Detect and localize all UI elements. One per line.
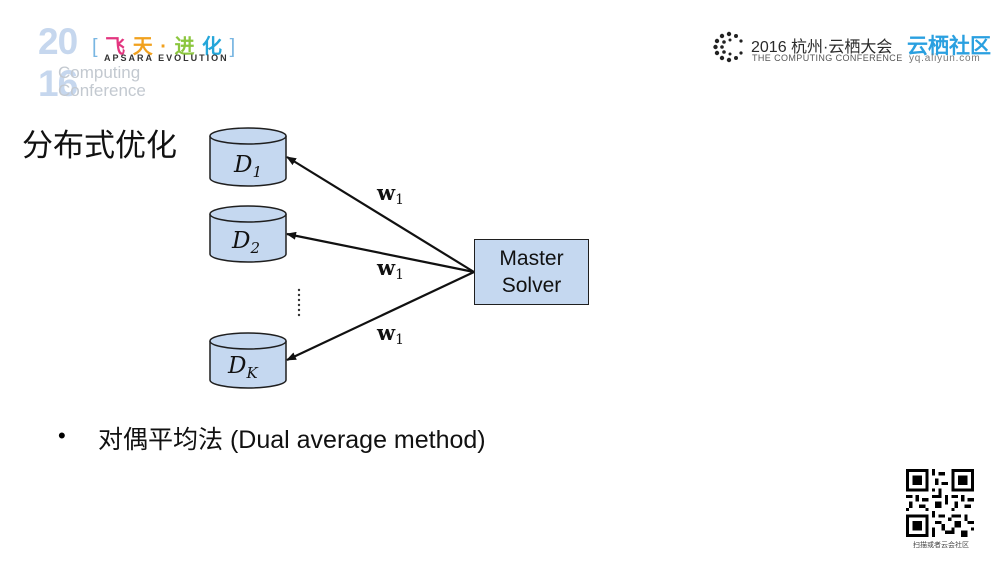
master-solver-box: Master Solver: [474, 239, 589, 305]
dotted-c-logo-icon: [713, 31, 743, 63]
database-cylinder-d1: D1: [209, 127, 287, 187]
d1-label: D1: [233, 152, 262, 181]
master-line-1: Master: [499, 247, 564, 270]
logo-year-bottom: 16: [38, 63, 78, 104]
database-cylinder-d2: D2: [209, 205, 287, 263]
database-cylinder-dk: DK: [209, 332, 287, 389]
arrow-master-to-d2: [286, 231, 475, 274]
edge-label-2: w1: [376, 255, 404, 283]
conference-title: 2016 杭州·云栖大会: [751, 39, 893, 56]
qr-code-icon: [906, 469, 974, 537]
edge-label-3: w1: [376, 320, 404, 348]
conference-subtitle: THE COMPUTING CONFERENCE: [752, 53, 903, 63]
master-line-2: Solver: [501, 274, 562, 297]
bullet-text: 对偶平均法 (Dual average method): [98, 426, 486, 454]
logo-faint-text: Computing Conference: [58, 63, 146, 100]
logo-year-top: 20: [38, 21, 78, 62]
logo-en-text: APSARA EVOLUTION: [104, 53, 229, 63]
arrow-master-to-d1: [286, 156, 475, 273]
dk-label: DK: [227, 353, 258, 382]
arrow-master-to-dk: [286, 271, 475, 361]
ellipsis-dots: [297, 288, 301, 317]
edge-label-1: w1: [376, 180, 404, 208]
slide-title: 分布式优化: [22, 128, 177, 163]
d2-label: D2: [231, 228, 260, 257]
bullet-marker: •: [58, 423, 66, 448]
apsara-logo-icon: [ 飞 天 · 进 化 ]: [92, 36, 237, 58]
community-url: yq.aliyun.com: [909, 53, 981, 64]
qr-caption: 扫描或者云会社区: [913, 542, 969, 549]
community-title: 云栖社区: [907, 35, 991, 58]
